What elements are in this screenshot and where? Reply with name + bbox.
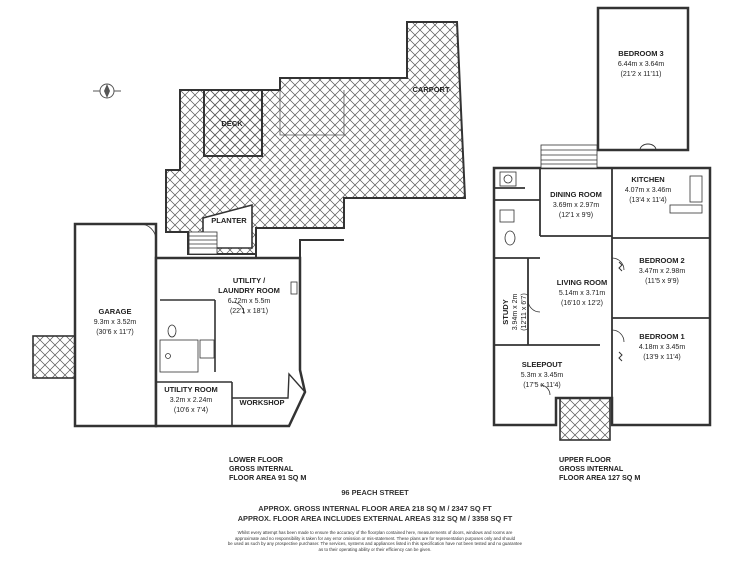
bedroom3-label: BEDROOM 3	[618, 49, 663, 58]
living-label: LIVING ROOM	[557, 278, 607, 287]
garage-metric: 9.3m x 3.52m	[94, 319, 137, 326]
dining-label: DINING ROOM	[550, 190, 602, 199]
study-metric: 3.94m x 2m	[512, 294, 519, 331]
bedroom1-imperial: (13'9 x 11'4)	[643, 354, 681, 361]
lower-floor-line3: FLOOR AREA 91 SQ M	[229, 473, 306, 482]
disclaimer-line3: be used as such by any prospective purch…	[227, 541, 523, 547]
bedroom-3	[596, 6, 690, 152]
external-area: APPROX. FLOOR AREA INCLUDES EXTERNAL ARE…	[237, 514, 513, 523]
lower-floor-line2: GROSS INTERNAL	[229, 464, 294, 473]
study-imperial: (12'11 x 6'7)	[521, 293, 528, 331]
dining-metric: 3.69m x 2.97m	[553, 202, 599, 209]
bedroom1-metric: 4.18m x 3.45m	[639, 344, 685, 351]
front-porch	[559, 397, 611, 441]
lower-stairs	[188, 231, 218, 255]
upper-floor-line2: GROSS INTERNAL	[559, 464, 624, 473]
bedroom2-metric: 3.47m x 2.98m	[639, 268, 685, 275]
garage	[73, 222, 158, 428]
deck-label: DECK	[221, 119, 243, 128]
sleepout-imperial: (17'5 x 11'4)	[523, 382, 561, 389]
sleepout-label: SLEEPOUT	[522, 360, 563, 369]
kitchen-metric: 4.07m x 3.46m	[625, 187, 671, 194]
deck	[203, 89, 263, 157]
lower-floor-line1: LOWER FLOOR	[229, 455, 284, 464]
compass-icon	[93, 83, 121, 99]
upper-stairs	[540, 144, 598, 169]
bathroom-fixtures	[159, 324, 215, 373]
upper-bathroom-fixtures	[499, 171, 703, 246]
garage-side-hatch	[32, 335, 76, 379]
bedroom2-imperial: (11'5 x 9'9)	[645, 278, 679, 285]
disclaimer-line4: as to their operating ability or their e…	[318, 546, 432, 552]
kitchen-label: KITCHEN	[631, 175, 664, 184]
gross-area: APPROX. GROSS INTERNAL FLOOR AREA 218 SQ…	[258, 504, 492, 513]
carport-label: CARPORT	[412, 85, 450, 94]
utility-room-metric: 3.2m x 2.24m	[170, 397, 213, 404]
upper-floor-line1: UPPER FLOOR	[559, 455, 612, 464]
utility-imperial: (22'1 x 18'1)	[230, 308, 268, 315]
utility-label-2: LAUNDRY ROOM	[218, 286, 280, 295]
bedroom3-imperial: (21'2 x 11'11)	[621, 71, 662, 78]
kitchen-imperial: (13'4 x 11'4)	[629, 197, 667, 204]
carport-deck-area	[165, 21, 467, 255]
study-label: STUDY	[501, 299, 510, 324]
planter-label: PLANTER	[211, 216, 247, 225]
address: 96 PEACH STREET	[341, 488, 409, 497]
sleepout-metric: 5.3m x 3.45m	[521, 372, 564, 379]
utility-metric: 6.72m x 5.5m	[228, 298, 271, 305]
utility-room-imperial: (10'6 x 7'4)	[174, 407, 208, 414]
disclaimer-line1: Whilst every attempt has been made to en…	[237, 530, 513, 535]
workshop-label: WORKSHOP	[240, 398, 285, 407]
utility-label-1: UTILITY /	[233, 276, 266, 285]
living-metric: 5.14m x 3.71m	[559, 290, 605, 297]
bedroom3-metric: 6.44m x 3.64m	[618, 61, 664, 68]
dining-imperial: (12'1 x 9'9)	[559, 212, 593, 219]
disclaimer-line2: approximate and no responsibility is tak…	[234, 535, 516, 541]
bedroom1-label: BEDROOM 1	[639, 332, 684, 341]
utility-room-label: UTILITY ROOM	[164, 385, 218, 394]
garage-imperial: (30'6 x 11'7)	[96, 329, 134, 336]
bedroom2-label: BEDROOM 2	[639, 256, 684, 265]
living-imperial: (16'10 x 12'2)	[561, 300, 603, 307]
upper-floor-line3: FLOOR AREA 127 SQ M	[559, 473, 640, 482]
garage-label: GARAGE	[99, 307, 132, 316]
